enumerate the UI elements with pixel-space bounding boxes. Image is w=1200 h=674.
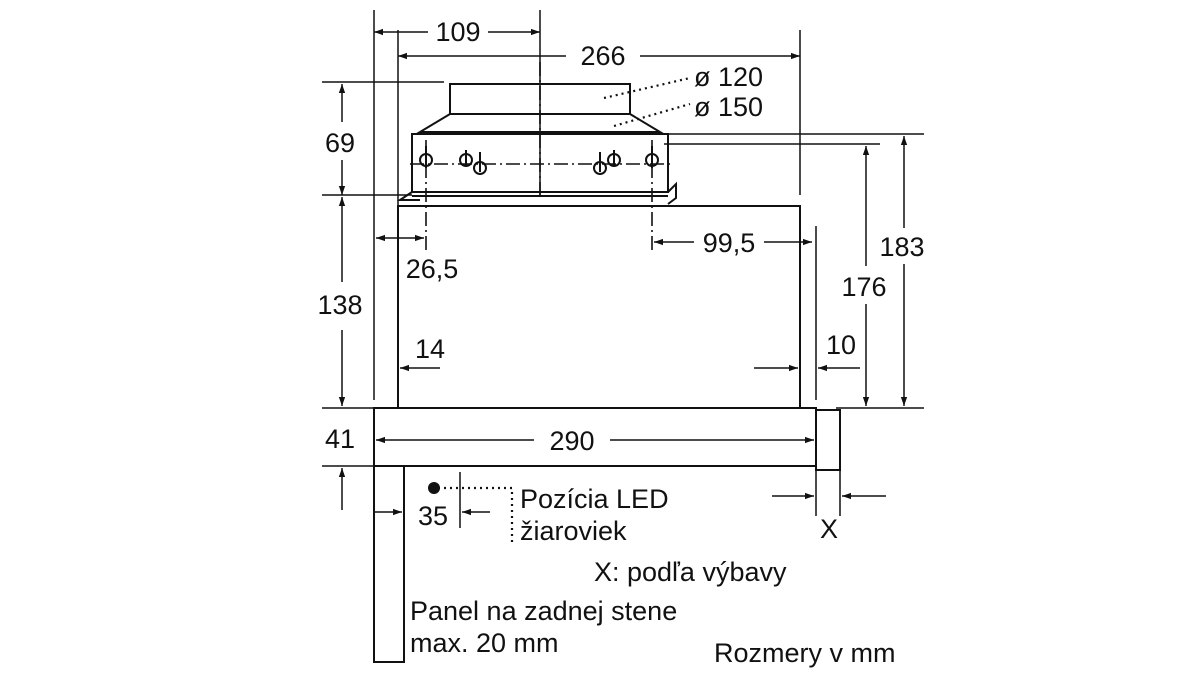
dim-41: 41	[325, 424, 355, 454]
dim-183: 183	[879, 232, 924, 262]
front-strip	[373, 407, 817, 467]
panel-label-line1: Panel na zadnej stene	[410, 596, 677, 626]
fan-housing	[396, 133, 677, 205]
dimension-arrows	[338, 28, 908, 516]
dim-x: X	[820, 514, 838, 544]
led-position-marker	[428, 482, 440, 494]
led-label-line1: Pozícia LED	[520, 484, 669, 514]
dimension-labels: 109 266 ø 120 ø 150 69 138 41 26,5 99,5 …	[317, 17, 924, 544]
leader-lines	[438, 76, 691, 546]
dim-d150: ø 150	[694, 92, 763, 122]
led-label-line2: žiaroviek	[520, 516, 627, 546]
x-note: X: podľa výbavy	[594, 557, 787, 587]
dim-10: 10	[826, 330, 856, 360]
dim-266: 266	[580, 41, 625, 71]
center-lines	[410, 62, 672, 250]
extension-lines	[322, 30, 924, 528]
dim-26-5: 26,5	[406, 254, 459, 284]
dim-69: 69	[325, 128, 355, 158]
dim-138: 138	[317, 290, 362, 320]
dim-109: 109	[435, 17, 480, 47]
dim-290: 290	[549, 426, 594, 456]
panel-label-line2: max. 20 mm	[410, 628, 559, 658]
dim-35: 35	[418, 501, 448, 531]
front-handle	[815, 409, 841, 471]
dim-99-5: 99,5	[703, 228, 756, 258]
back-panel	[373, 465, 405, 663]
units-note: Rozmery v mm	[714, 638, 896, 668]
dim-176: 176	[841, 272, 886, 302]
annotation-labels: Pozícia LED žiaroviek X: podľa výbavy Pa…	[410, 484, 896, 668]
dim-14: 14	[415, 334, 445, 364]
dim-d120: ø 120	[694, 62, 763, 92]
